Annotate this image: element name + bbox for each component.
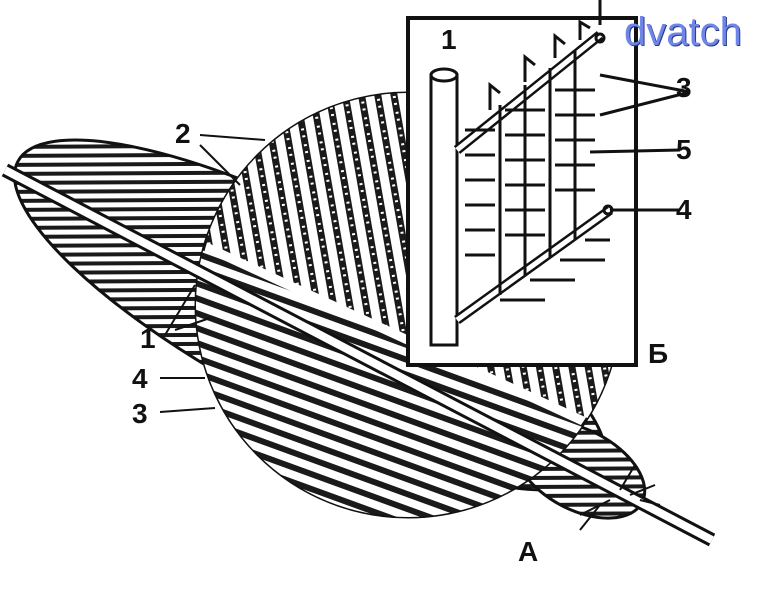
inset-detail: [406, 0, 691, 367]
label-hooks: 3: [132, 398, 148, 429]
label-barb: 2: [175, 118, 191, 149]
label-inset-barb: 4: [676, 194, 692, 225]
label-inset-hooks: 5: [676, 134, 692, 165]
watermark: dvatch: [624, 10, 742, 54]
label-inset-rachis: 1: [441, 24, 457, 55]
rachis-shaft: [1, 163, 716, 547]
label-panel-b: Б: [648, 338, 669, 369]
label-rachis: 1: [140, 323, 156, 354]
leader-lines: [159, 134, 266, 413]
label-panel-a: А: [518, 536, 539, 567]
label-barbule: 4: [132, 363, 148, 394]
label-inset-barbules: 3: [676, 72, 692, 103]
